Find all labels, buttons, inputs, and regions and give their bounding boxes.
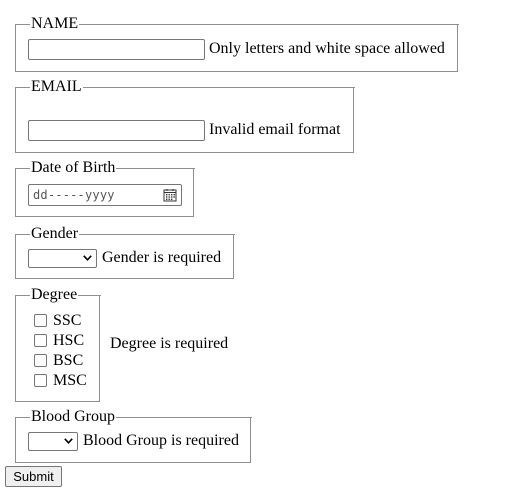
degree-option-label: MSC (53, 372, 87, 389)
dob-legend: Date of Birth (30, 159, 117, 176)
degree-checkbox[interactable] (34, 334, 47, 347)
degree-option-label: HSC (53, 332, 85, 349)
degree-error: Degree is required (110, 335, 229, 352)
degree-fieldset: Degree SSC HSC BSC MSC (15, 286, 101, 402)
gender-fieldset: Gender Gender is required (15, 225, 235, 279)
degree-legend: Degree (30, 286, 79, 303)
name-legend: NAME (30, 15, 80, 32)
degree-checkbox[interactable] (34, 354, 47, 367)
name-error: Only letters and white space allowed (209, 40, 445, 57)
blood-group-legend: Blood Group (30, 408, 116, 425)
name-fieldset: NAME Only letters and white space allowe… (15, 15, 459, 72)
dob-fieldset: Date of Birth dd-----yyyy (15, 159, 195, 217)
dob-input[interactable]: dd-----yyyy (28, 184, 182, 206)
dob-placeholder: dd-----yyyy (33, 188, 115, 202)
gender-error: Gender is required (102, 249, 222, 266)
name-input[interactable] (28, 39, 205, 60)
email-legend: EMAIL (30, 78, 83, 95)
calendar-icon[interactable] (163, 188, 177, 202)
degree-option-label: BSC (53, 352, 84, 369)
blood-group-error: Blood Group is required (83, 432, 239, 449)
chevron-down-icon (64, 438, 73, 444)
degree-option-label: SSC (53, 312, 82, 329)
blood-group-select[interactable] (28, 432, 78, 451)
gender-legend: Gender (30, 225, 80, 242)
email-error: Invalid email format (209, 121, 341, 138)
blood-group-fieldset: Blood Group Blood Group is required (15, 408, 252, 463)
email-fieldset: EMAIL Invalid email format (15, 78, 355, 153)
email-input[interactable] (28, 120, 205, 141)
gender-select[interactable] (28, 249, 97, 268)
degree-checkbox[interactable] (34, 314, 47, 327)
submit-button[interactable]: Submit (5, 466, 62, 487)
chevron-down-icon (83, 255, 92, 261)
degree-checkbox[interactable] (34, 374, 47, 387)
